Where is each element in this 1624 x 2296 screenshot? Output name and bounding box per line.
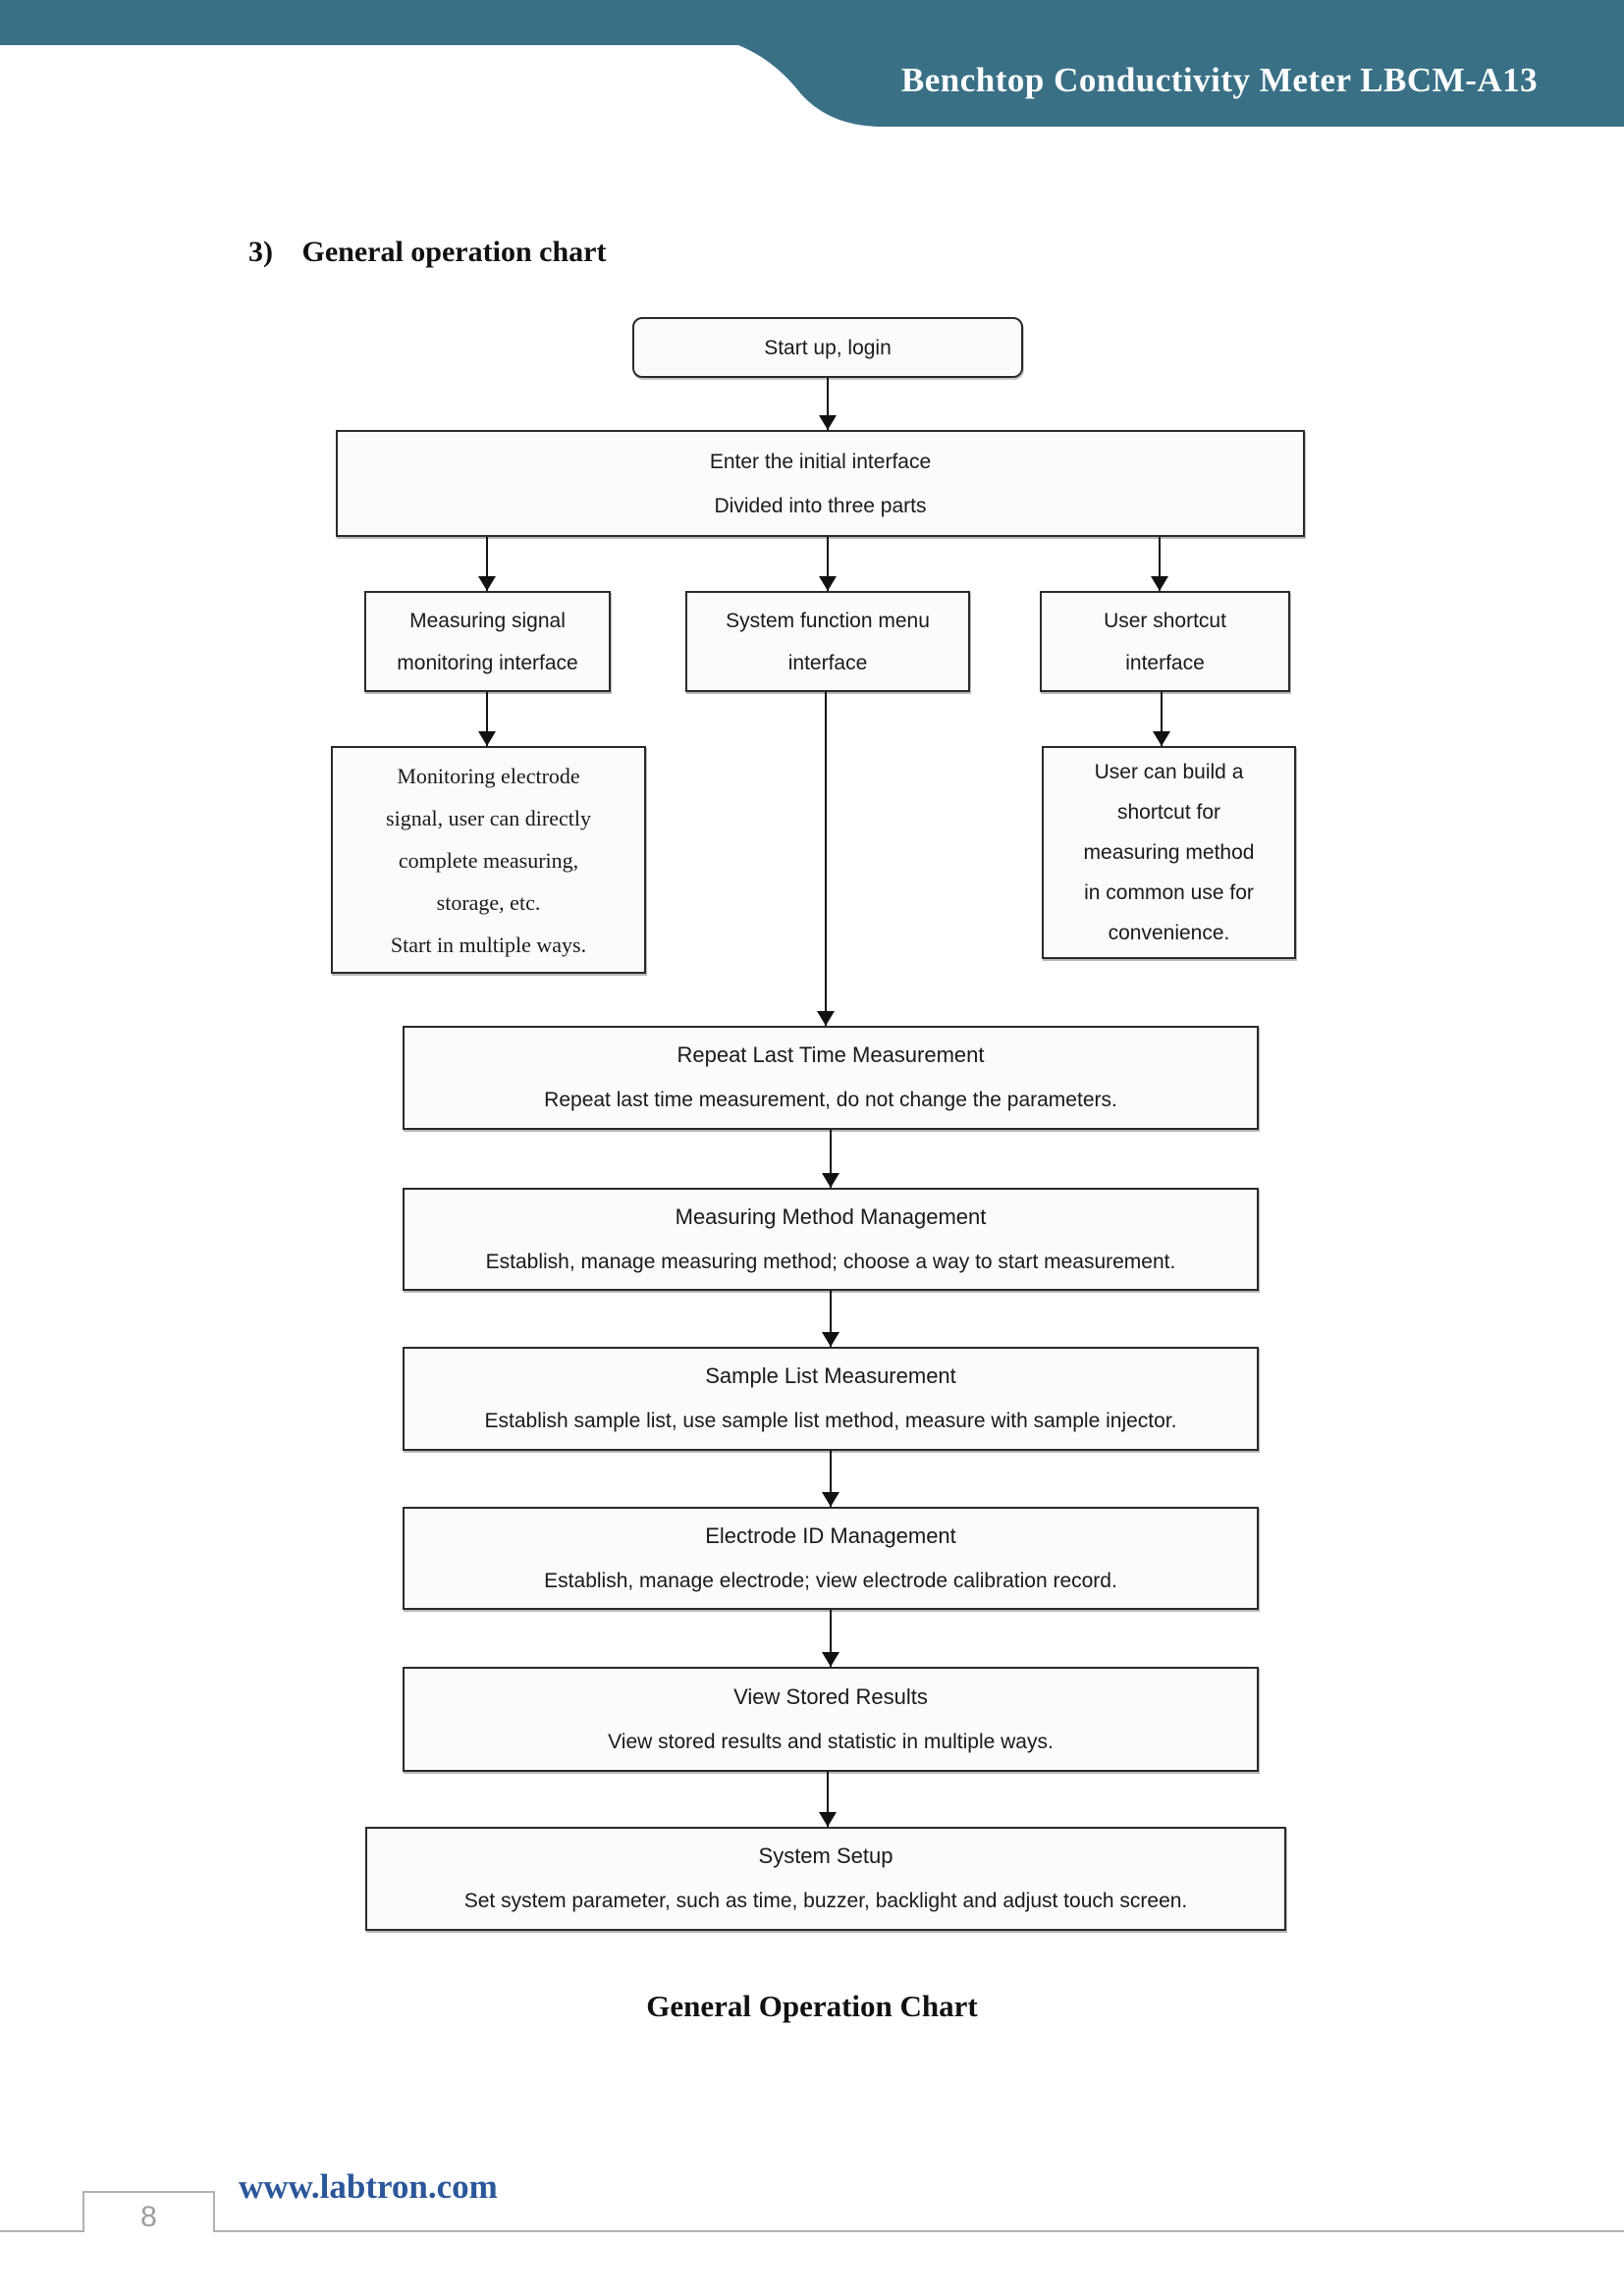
flow-arrow-down <box>819 1772 837 1827</box>
flow-arrow-down <box>822 1291 839 1347</box>
node-desc: Set system parameter, such as time, buzz… <box>463 1890 1188 1912</box>
node-label-line1: Enter the initial interface <box>709 450 932 473</box>
flow-note-monitoring-electrode: Monitoring electrode signal, user can di… <box>331 746 646 974</box>
flow-node-system-function-menu: System function menu interface <box>685 591 970 692</box>
flow-node-user-shortcut: User shortcut interface <box>1040 591 1290 692</box>
node-desc: Repeat last time measurement, do not cha… <box>544 1089 1117 1111</box>
note-line: storage, etc. <box>436 889 541 915</box>
flow-node-view-stored-results: View Stored Results View stored results … <box>403 1667 1259 1772</box>
document-title: Benchtop Conductivity Meter LBCM-A13 <box>900 61 1539 99</box>
flow-node-measuring-method-management: Measuring Method Management Establish, m… <box>403 1188 1259 1291</box>
node-title: Repeat Last Time Measurement <box>677 1042 985 1067</box>
flow-arrow-down <box>819 537 837 591</box>
flow-arrow-down <box>478 692 496 746</box>
chart-caption: General Operation Chart <box>646 1989 978 2023</box>
flow-arrow-down <box>478 537 496 591</box>
header-banner <box>0 0 1624 127</box>
flow-node-system-setup: System Setup Set system parameter, such … <box>365 1827 1286 1931</box>
flow-node-start: Start up, login <box>632 317 1023 378</box>
node-desc: View stored results and statistic in mul… <box>608 1730 1054 1753</box>
flow-node-electrode-id-management: Electrode ID Management Establish, manag… <box>403 1507 1259 1610</box>
node-title: View Stored Results <box>733 1683 928 1709</box>
node-label-line1: Measuring signal <box>409 609 566 632</box>
node-desc: Establish, manage electrode; view electr… <box>544 1569 1117 1592</box>
note-line: Start in multiple ways. <box>390 932 587 957</box>
note-line: signal, user can directly <box>386 805 591 830</box>
node-label-line2: interface <box>787 651 868 674</box>
node-label: Start up, login <box>764 336 892 359</box>
node-label-line2: interface <box>1125 651 1205 674</box>
node-title: Measuring Method Management <box>675 1203 987 1229</box>
footer-url-link[interactable]: www.labtron.com <box>239 2167 498 2206</box>
flow-node-measuring-signal: Measuring signal monitoring interface <box>364 591 611 692</box>
note-line: User can build a <box>1094 761 1244 783</box>
flow-node-sample-list-measurement: Sample List Measurement Establish sample… <box>403 1347 1259 1451</box>
note-line: convenience. <box>1108 922 1230 944</box>
section-heading: 3) General operation chart <box>248 236 606 269</box>
flow-arrow-down <box>819 378 837 430</box>
flow-arrow-down <box>822 1610 839 1667</box>
flow-note-user-shortcut-build: User can build a shortcut for measuring … <box>1042 746 1296 959</box>
node-label-line1: System function menu <box>726 609 930 632</box>
node-label-line1: User shortcut <box>1104 609 1226 632</box>
note-line: in common use for <box>1084 881 1254 904</box>
flow-arrow-down <box>822 1130 839 1188</box>
note-line: measuring method <box>1083 841 1255 864</box>
flow-arrow-down <box>822 1451 839 1507</box>
flow-arrow-down <box>1151 537 1168 591</box>
flow-arrow-down <box>1153 692 1170 746</box>
note-line: complete measuring, <box>398 847 579 873</box>
note-line: Monitoring electrode <box>397 763 580 788</box>
node-label-line2: monitoring interface <box>397 651 578 674</box>
footer-rule <box>0 2191 1624 2232</box>
note-line: shortcut for <box>1116 801 1221 824</box>
node-label-line2: Divided into three parts <box>714 494 927 517</box>
section-number: 3) <box>248 236 273 268</box>
section-title: General operation chart <box>301 236 607 268</box>
flow-node-initial-interface: Enter the initial interface Divided into… <box>336 430 1305 537</box>
node-desc: Establish sample list, use sample list m… <box>484 1410 1177 1432</box>
node-desc: Establish, manage measuring method; choo… <box>485 1250 1176 1273</box>
node-title: Electrode ID Management <box>705 1522 956 1548</box>
flow-node-repeat-last-time: Repeat Last Time Measurement Repeat last… <box>403 1026 1259 1130</box>
page-number: 8 <box>140 2201 157 2233</box>
node-title: Sample List Measurement <box>705 1363 956 1388</box>
node-title: System Setup <box>758 1843 893 1868</box>
flow-arrow-down-long <box>817 692 835 1026</box>
